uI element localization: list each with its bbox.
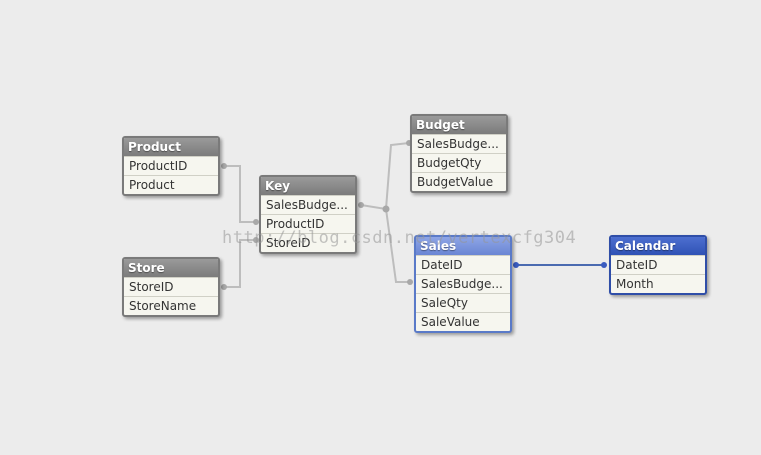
field-productid[interactable]: ProductID <box>261 214 355 233</box>
link-dot <box>221 284 227 290</box>
field-budgetvalue[interactable]: BudgetValue <box>412 172 506 191</box>
link-dot <box>407 279 413 285</box>
field-salesbudget[interactable]: SalesBudge... <box>412 134 506 153</box>
watermark-text: http://blog.csdn.net/vertexcfg304 <box>222 228 577 248</box>
link-junction-dot <box>382 205 390 213</box>
table-title[interactable]: Budget <box>412 116 506 134</box>
field-saleqty[interactable]: SaleQty <box>416 293 510 312</box>
table-calendar[interactable]: Calendar DateID Month <box>609 235 707 295</box>
field-storeid[interactable]: StoreID <box>261 233 355 252</box>
link-dot <box>358 202 364 208</box>
field-storename[interactable]: StoreName <box>124 296 218 315</box>
table-store[interactable]: Store StoreID StoreName <box>122 257 220 317</box>
link-junction-sales <box>385 208 410 283</box>
table-title[interactable]: Store <box>124 259 218 277</box>
field-month[interactable]: Month <box>611 274 705 293</box>
table-key[interactable]: Key SalesBudge... ProductID StoreID <box>259 175 357 254</box>
table-title[interactable]: Product <box>124 138 218 156</box>
link-key-junction <box>360 204 387 210</box>
link-dot <box>513 262 519 268</box>
field-budgetqty[interactable]: BudgetQty <box>412 153 506 172</box>
link-dot <box>253 237 259 243</box>
field-salesbudget[interactable]: SalesBudge... <box>261 195 355 214</box>
field-product[interactable]: Product <box>124 175 218 194</box>
link-dot <box>253 219 259 225</box>
link-junction-budget <box>385 142 410 210</box>
link-dot <box>601 262 607 268</box>
table-title[interactable]: Calendar <box>611 237 705 255</box>
link-product-key <box>224 165 256 223</box>
link-dot <box>221 163 227 169</box>
field-salevalue[interactable]: SaleValue <box>416 312 510 331</box>
table-product[interactable]: Product ProductID Product <box>122 136 220 196</box>
field-storeid[interactable]: StoreID <box>124 277 218 296</box>
table-sales[interactable]: Sales DateID SalesBudge... SaleQty SaleV… <box>414 235 512 333</box>
field-salesbudget[interactable]: SalesBudge... <box>416 274 510 293</box>
field-dateid[interactable]: DateID <box>611 255 705 274</box>
table-title[interactable]: Sales <box>416 237 510 255</box>
field-dateid[interactable]: DateID <box>416 255 510 274</box>
link-store-key <box>224 239 256 288</box>
table-budget[interactable]: Budget SalesBudge... BudgetQty BudgetVal… <box>410 114 508 193</box>
field-productid[interactable]: ProductID <box>124 156 218 175</box>
table-title[interactable]: Key <box>261 177 355 195</box>
